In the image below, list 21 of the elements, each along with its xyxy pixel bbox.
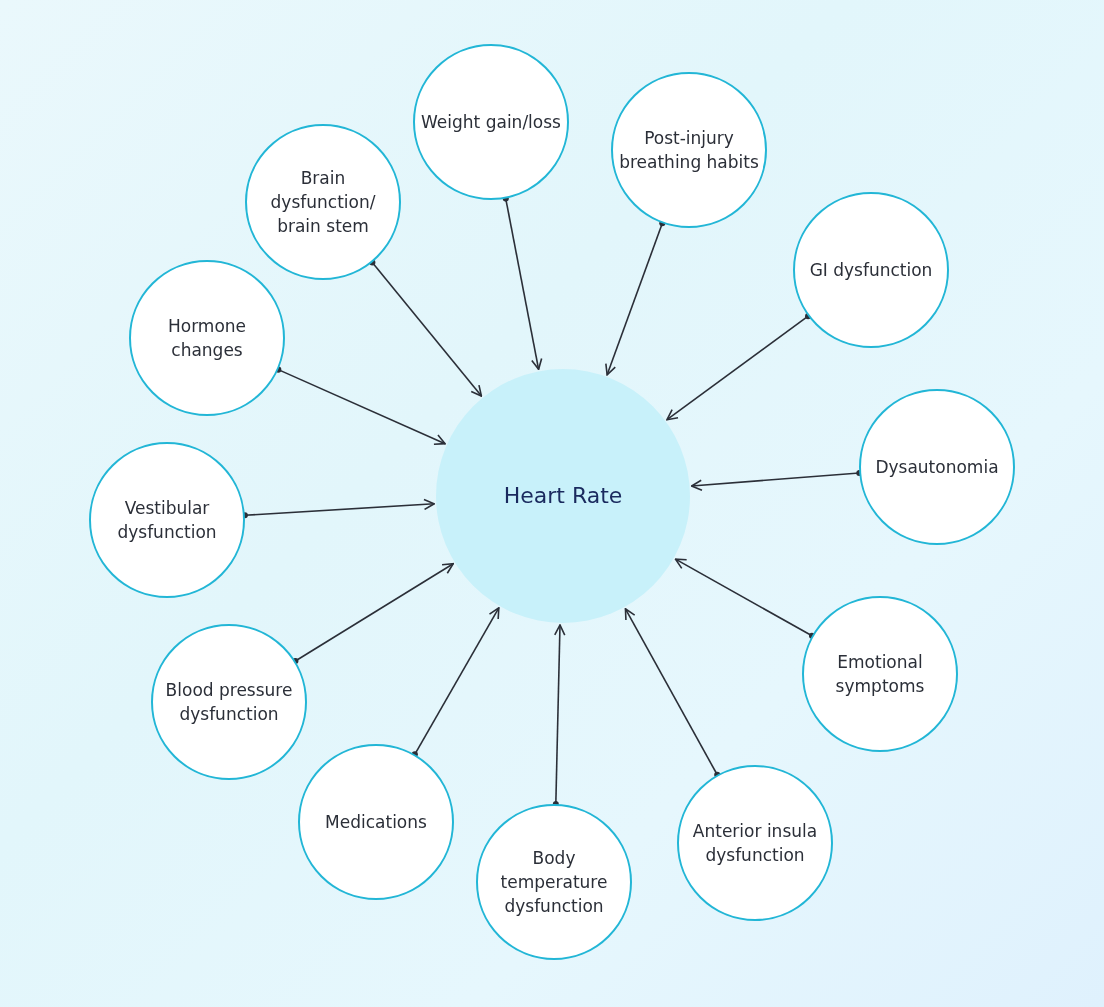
node-label: Weight gain/loss	[421, 111, 561, 134]
node-label: GI dysfunction	[809, 259, 933, 282]
arrow	[411, 607, 500, 758]
arrow	[292, 562, 454, 665]
node-label: Dysautonomia	[875, 456, 999, 479]
arrow	[605, 220, 666, 376]
node-label: Blood pressure dysfunction	[164, 679, 294, 726]
node-label: Post-injury breathing habits	[619, 127, 759, 174]
node-label: Anterior insula dysfunction	[691, 820, 819, 867]
node-label: Heart Rate	[503, 484, 623, 508]
arrow	[666, 313, 812, 421]
node-label: Medications	[325, 811, 427, 834]
arrow	[624, 608, 721, 778]
node-label: Body temperature dysfunction	[499, 847, 609, 918]
node-label: Hormone changes	[166, 315, 248, 362]
arrow	[275, 366, 446, 445]
node-label: Emotional symptoms	[834, 651, 926, 698]
arrow	[674, 558, 816, 639]
arrow	[369, 259, 483, 397]
node-label: Brain dysfunction/ brain stem	[269, 167, 377, 238]
node-label: Vestibular dysfunction	[116, 497, 218, 544]
